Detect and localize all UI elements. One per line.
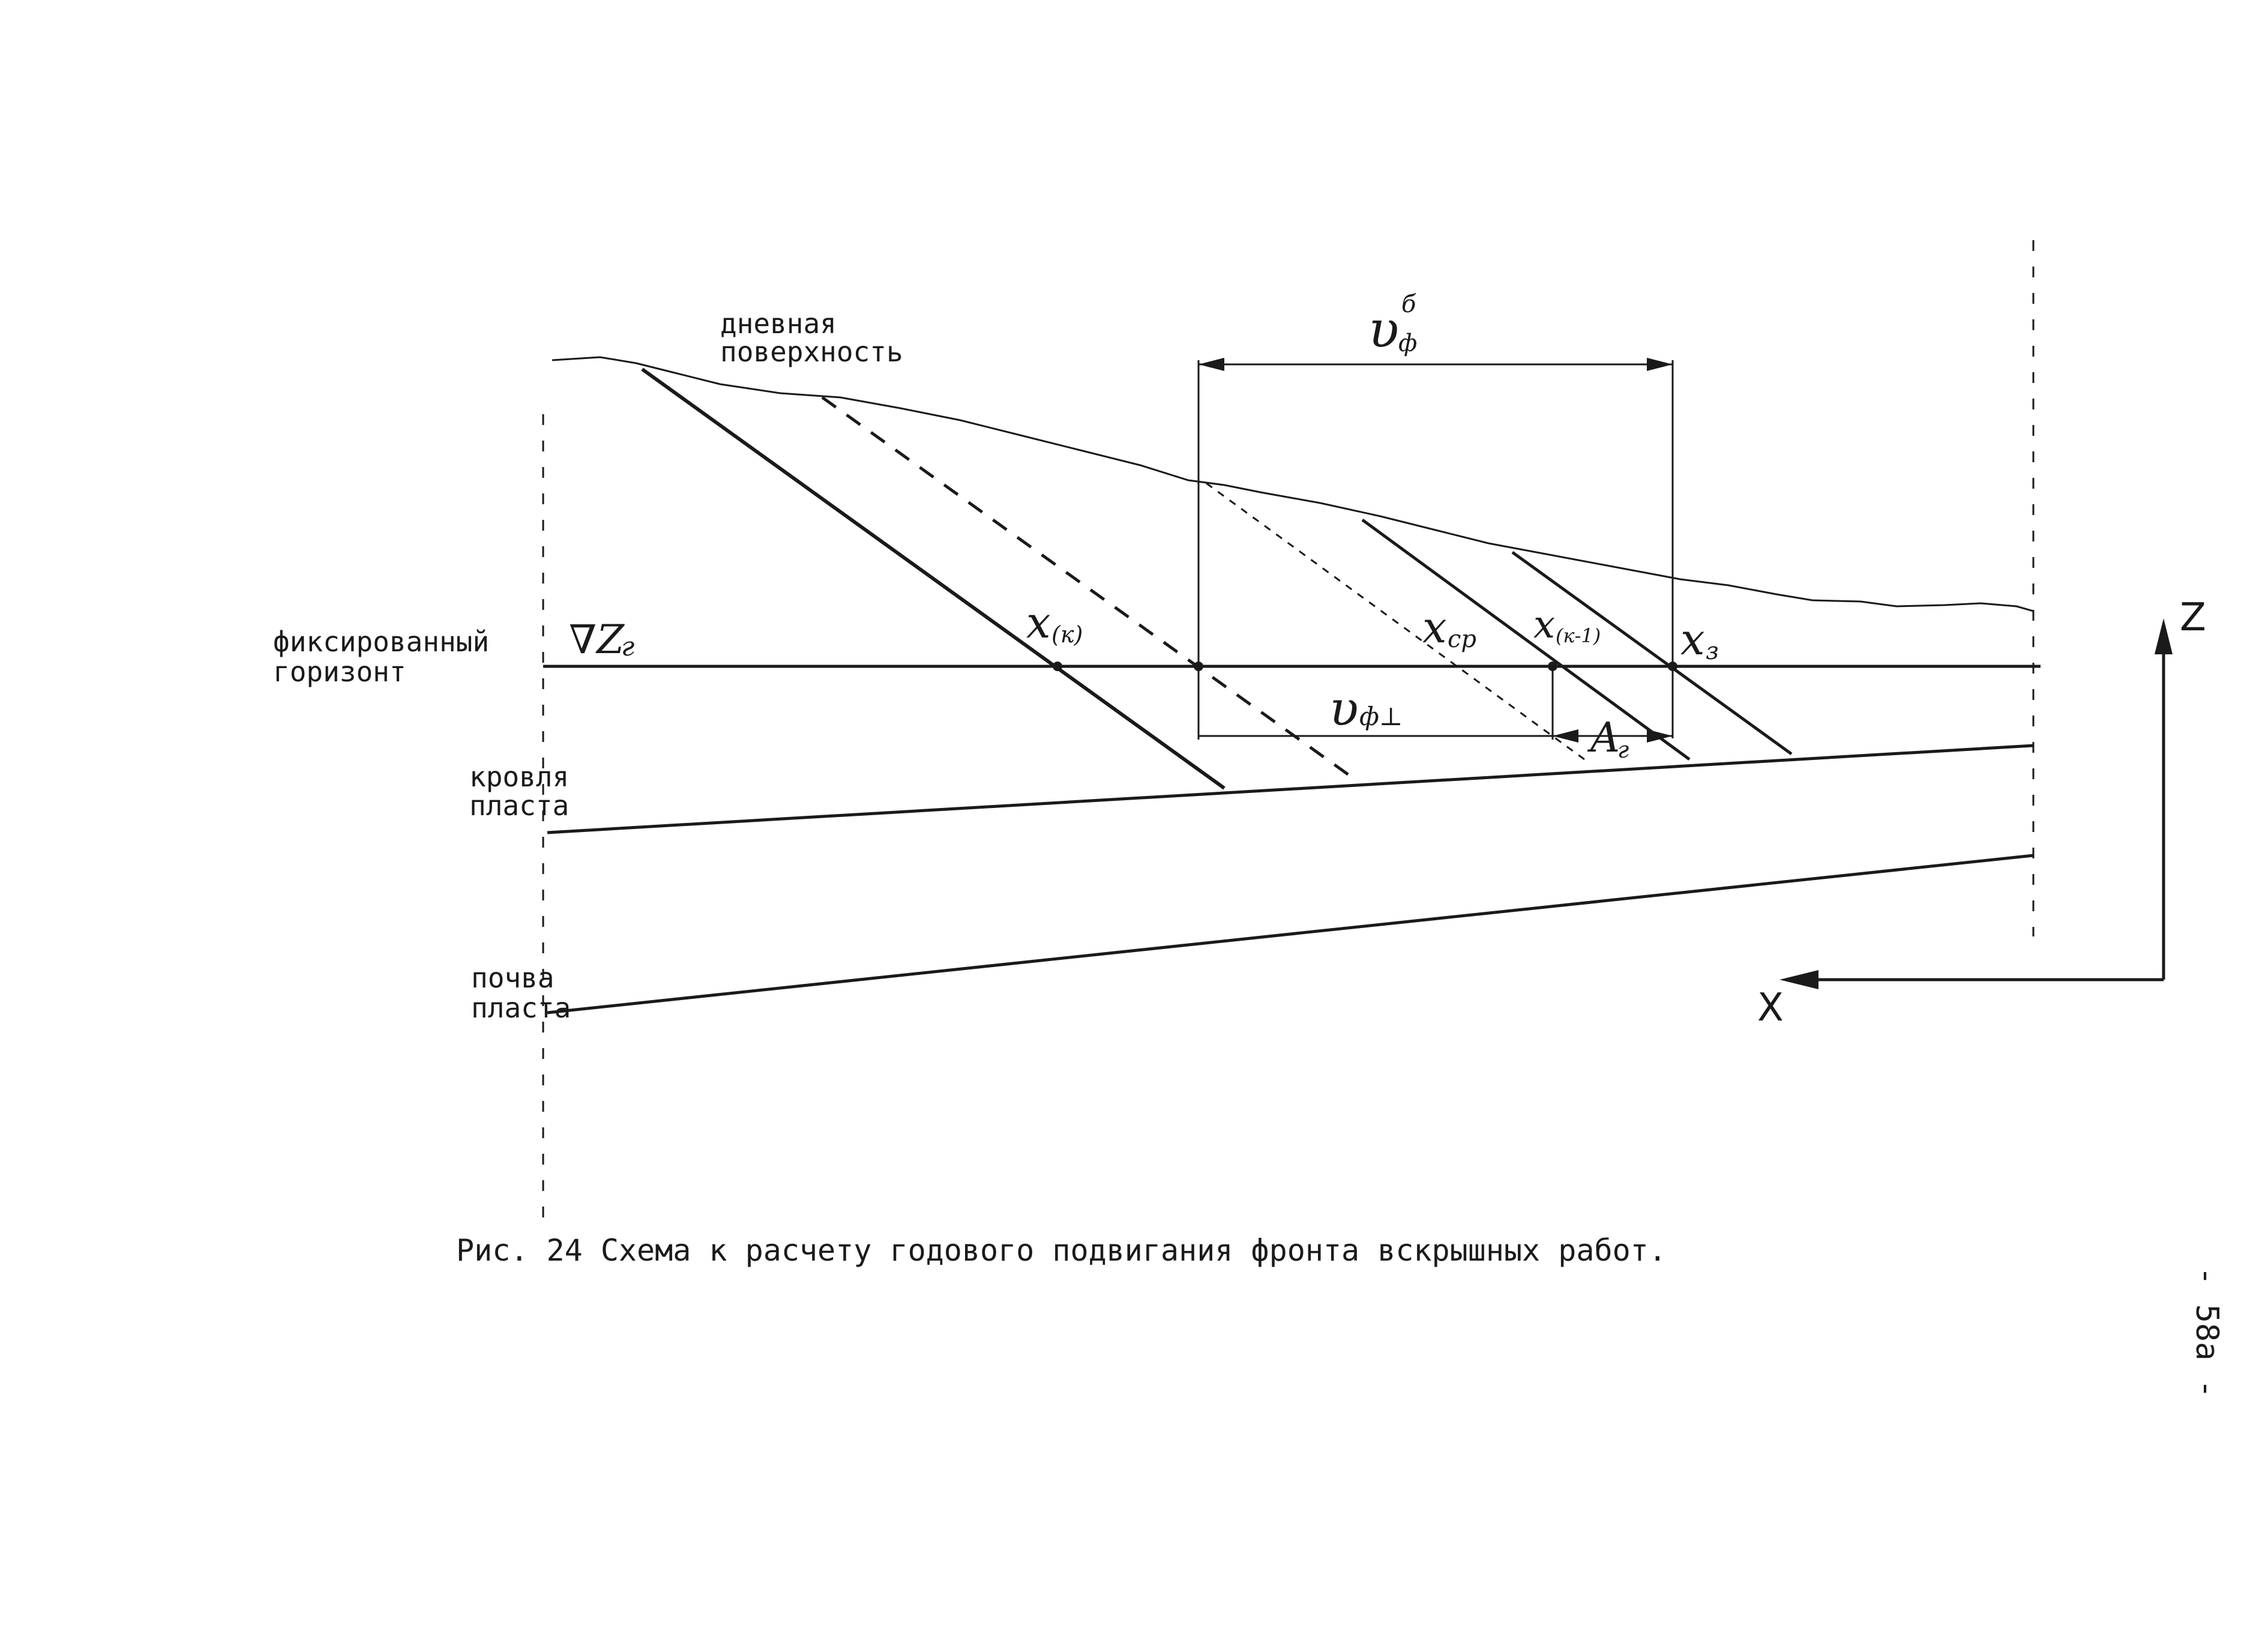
slope-line-x-k1 xyxy=(1361,518,1691,761)
symbol-v-phi-b-sup: б xyxy=(1401,291,1416,318)
figure-caption: Рис. 24 Схема к расчету годового подвига… xyxy=(456,1233,1667,1268)
symbol-x-k1: x xyxy=(1533,603,1555,647)
label-floor-line1: почва xyxy=(471,962,554,994)
label-horizon-line2: горизонт xyxy=(273,656,406,688)
x-axis-arrow xyxy=(1779,970,1818,989)
ground-surface-line xyxy=(552,356,2034,612)
symbol-x-k: x xyxy=(1026,597,1051,648)
point-front xyxy=(1194,662,1203,671)
seam-roof-line xyxy=(547,744,2034,834)
symbol-v-phi-perp: υ xyxy=(1329,681,1359,737)
symbol-x-3: x xyxy=(1680,614,1705,665)
slope-line-x-k xyxy=(641,367,1226,790)
seam-floor-line xyxy=(547,854,2034,1014)
x-axis-label: X xyxy=(1757,986,1784,1030)
label-horizon-mark-sub: г xyxy=(621,632,634,662)
slope-line-x-3 xyxy=(1511,550,1793,756)
v-phi-b-arrow-right xyxy=(1647,358,1673,371)
label-roof-line2: пласта xyxy=(469,789,569,822)
label-horizon-mark: ∇Z xyxy=(569,617,625,663)
label-roof-line1: кровля xyxy=(469,761,569,793)
symbol-x-k1-sub: (к-1) xyxy=(1556,624,1601,647)
slope-line-dotted-x-cp xyxy=(1206,482,1585,761)
symbol-a-g-sub: г xyxy=(1617,737,1629,763)
point-x-3 xyxy=(1668,662,1677,671)
symbol-v-phi-b: υ xyxy=(1368,300,1399,359)
symbol-x-k-sub: (к) xyxy=(1051,621,1083,648)
symbol-a-g: A xyxy=(1587,714,1620,762)
label-horizon-line1: фиксированный xyxy=(273,626,489,658)
v-phi-b-arrow-left xyxy=(1199,358,1224,371)
z-axis-arrow xyxy=(2155,618,2173,654)
label-surface-line1: дневная xyxy=(720,307,837,340)
page-number: - 58а - xyxy=(2189,1267,2225,1398)
z-axis-label: Z xyxy=(2180,595,2206,640)
point-x-k1 xyxy=(1548,662,1557,671)
a-g-arrow-right xyxy=(1647,729,1673,743)
symbol-v-phi-perp-sub: ф⊥ xyxy=(1359,702,1403,731)
symbol-x-cp-sub: ср xyxy=(1448,626,1476,653)
symbol-v-phi-b-sub: ф xyxy=(1398,330,1417,357)
label-surface-line2: поверхность xyxy=(720,336,903,368)
slope-line-dashed-long xyxy=(821,396,1358,782)
label-floor-line2: пласта xyxy=(471,992,571,1024)
symbol-x-cp: x xyxy=(1422,602,1447,653)
symbol-x-3-sub: з xyxy=(1706,638,1719,665)
point-x-k xyxy=(1053,662,1062,671)
